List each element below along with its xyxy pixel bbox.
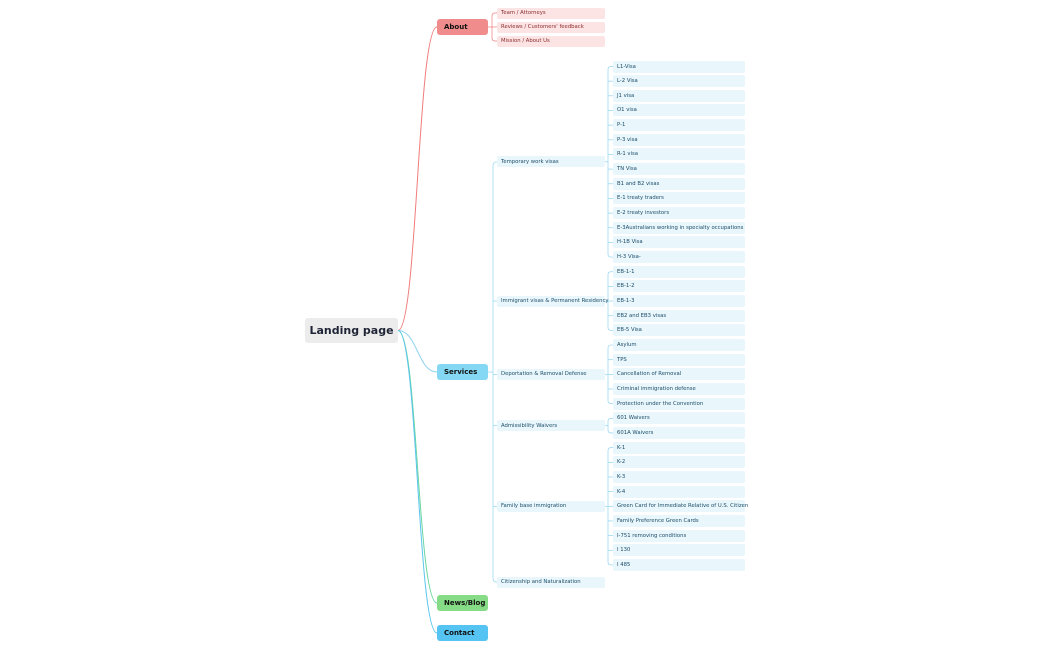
service-item-i-485[interactable]: I 485 xyxy=(613,558,745,571)
service-item-e-2-treaty-investors[interactable]: E-2 treaty investors xyxy=(613,207,745,220)
about-item-team-attorneys[interactable]: Team / Attorneys xyxy=(497,7,605,19)
service-item-p-1[interactable]: P-1 xyxy=(613,119,745,132)
service-item-p-3-visa[interactable]: P-3 visa xyxy=(613,133,745,146)
service-category-immigrant-visas-permanent-residency[interactable]: Immigrant visas & Permanent Residency xyxy=(497,295,609,307)
service-item-h-3-visa[interactable]: H-3 Visa- xyxy=(613,251,745,264)
service-item-eb-5-visa[interactable]: EB-5 Visa xyxy=(613,324,745,337)
service-item-eb-1-2[interactable]: EB-1-2 xyxy=(613,280,745,293)
service-item-k-3[interactable]: K-3 xyxy=(613,470,745,483)
service-item-k-1[interactable]: K-1 xyxy=(613,441,745,454)
service-item-l-2-visa[interactable]: L-2 Visa xyxy=(613,75,745,88)
about-item-reviews-customers-feedback[interactable]: Reviews / Customers' feedback xyxy=(497,21,605,33)
root-node[interactable]: Landing page xyxy=(305,318,398,343)
service-item-criminal-immigration-defense[interactable]: Criminal immigration defense xyxy=(613,383,745,396)
service-item-tn-visa[interactable]: TN Visa xyxy=(613,163,745,176)
branch-news-blog[interactable]: News/Blog xyxy=(437,595,488,611)
service-item-k-4[interactable]: K-4 xyxy=(613,485,745,498)
service-category-citizenship-and-naturalization[interactable]: Citizenship and Naturalization xyxy=(497,576,605,588)
service-item-green-card-for-immediate-relative-of-u-s-citizen[interactable]: Green Card for Immediate Relative of U.S… xyxy=(613,500,748,513)
service-category-deportation-removal-defense[interactable]: Deportation & Removal Defense xyxy=(497,368,605,380)
service-category-family-base-immigration[interactable]: Family base immigration xyxy=(497,500,605,512)
bracket-category-family-base-immigration xyxy=(607,447,613,566)
service-item-h-1b-visa[interactable]: H-1B Visa xyxy=(613,236,745,249)
bracket-category-temporary-work-visas xyxy=(607,66,613,258)
connector-root-about xyxy=(397,26,438,331)
about-item-mission-about-us[interactable]: Mission / About Us xyxy=(497,35,605,47)
service-item-e-3australians-working-in-specialty-occupations[interactable]: E-3Australians working in specialty occu… xyxy=(613,221,745,234)
service-item-k-2[interactable]: K-2 xyxy=(613,456,745,469)
service-item-tps[interactable]: TPS xyxy=(613,353,745,366)
bracket-category-admissibility-waivers xyxy=(607,417,613,434)
service-item-protection-under-the-convention[interactable]: Protection under the Convention xyxy=(613,397,745,410)
service-item-i-751-removing-conditions[interactable]: I-751 removing conditions xyxy=(613,529,745,542)
bracket-services xyxy=(492,161,498,583)
service-item-asylum[interactable]: Asylum xyxy=(613,339,745,352)
service-item-eb-1-3[interactable]: EB-1-3 xyxy=(613,295,745,308)
bracket-category-immigrant-visas-permanent-residency xyxy=(607,271,613,331)
service-item-601-waivers[interactable]: 601 Waivers xyxy=(613,412,745,425)
service-item-o1-visa[interactable]: O1 visa xyxy=(613,104,745,117)
service-item-r-1-visa[interactable]: R-1 visa xyxy=(613,148,745,161)
service-category-temporary-work-visas[interactable]: Temporary work visas xyxy=(497,156,605,168)
branch-services[interactable]: Services xyxy=(437,364,488,380)
service-item-eb-1-1[interactable]: EB-1-1 xyxy=(613,265,745,278)
branch-about[interactable]: About xyxy=(437,19,488,35)
service-item-i-130[interactable]: I 130 xyxy=(613,544,745,557)
service-category-admissibility-waivers[interactable]: Admissibility Waivers xyxy=(497,420,605,432)
connector-root-services xyxy=(397,330,438,373)
bracket-category-deportation-removal-defense xyxy=(607,344,613,405)
branch-contact[interactable]: Contact xyxy=(437,625,488,641)
service-item-family-preference-green-cards[interactable]: Family Preference Green Cards xyxy=(613,514,745,527)
service-item-eb2-and-eb3-visas[interactable]: EB2 and EB3 visas xyxy=(613,309,745,322)
service-item-j1-visa[interactable]: J1 visa xyxy=(613,89,745,102)
connector-root-contact xyxy=(397,330,438,634)
connector-root-news xyxy=(397,330,438,604)
service-item-l1-visa[interactable]: L1-Visa xyxy=(613,60,745,73)
service-item-601a-waivers[interactable]: 601A Waivers xyxy=(613,427,745,439)
service-item-e-1-treaty-traders[interactable]: E-1 treaty traders xyxy=(613,192,745,205)
service-item-b1-and-b2-visas[interactable]: B1 and B2 visas xyxy=(613,177,745,190)
service-item-cancellation-of-removal[interactable]: Cancellation of Removal xyxy=(613,368,745,381)
